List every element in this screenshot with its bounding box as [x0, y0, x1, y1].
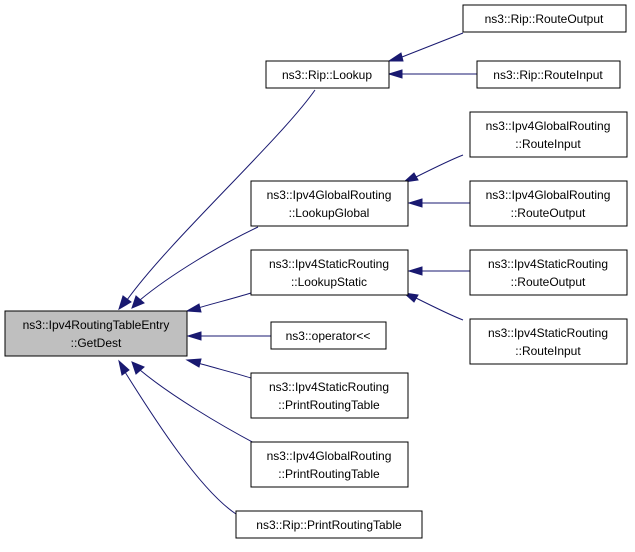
node-static-printroutingtable-line2: ::PrintRoutingTable	[278, 398, 380, 412]
edge-global-print-to-getdest	[131, 361, 259, 446]
edge-static-print-to-getdest	[185, 358, 252, 379]
node-rip-printroutingtable-label: ns3::Rip::PrintRoutingTable	[256, 518, 402, 532]
edge-lookupglobal-to-getdest	[131, 226, 259, 309]
node-static-lookupstatic-line2: ::LookupStatic	[291, 275, 367, 289]
node-global-lookupglobal-line2: ::LookupGlobal	[289, 206, 370, 220]
node-global-lookupglobal[interactable]: ns3::Ipv4GlobalRouting ::LookupGlobal	[250, 180, 409, 227]
node-rip-routeoutput-label: ns3::Rip::RouteOutput	[485, 12, 604, 26]
node-rip-lookup[interactable]: ns3::Rip::Lookup	[265, 60, 390, 89]
node-getdest-line1: ns3::Ipv4RoutingTableEntry	[23, 318, 170, 332]
node-global-printroutingtable-line1: ns3::Ipv4GlobalRouting	[267, 449, 392, 463]
edge-lookupstatic-to-getdest	[185, 292, 252, 313]
node-static-routeinput-line1: ns3::Ipv4StaticRouting	[488, 326, 608, 340]
node-getdest[interactable]: ns3::Ipv4RoutingTableEntry ::GetDest	[4, 310, 188, 357]
edge-rip-print-to-getdest	[118, 359, 237, 515]
node-static-routeinput[interactable]: ns3::Ipv4StaticRouting ::RouteInput	[469, 318, 628, 365]
node-static-routeoutput-line2: ::RouteOutput	[511, 275, 586, 289]
edge-rip-routeoutput-to-lookup	[387, 32, 464, 62]
edge-global-routeoutput-to-lookupglobal	[407, 198, 470, 208]
node-global-printroutingtable-line2: ::PrintRoutingTable	[278, 467, 380, 481]
node-static-printroutingtable-line1: ns3::Ipv4StaticRouting	[269, 380, 389, 394]
node-rip-lookup-label: ns3::Rip::Lookup	[282, 68, 372, 82]
node-getdest-line2: ::GetDest	[71, 336, 122, 350]
node-operator-lshift-label: ns3::operator<<	[286, 329, 371, 343]
node-rip-routeinput-label: ns3::Rip::RouteInput	[493, 68, 603, 82]
edge-rip-lookup-to-getdest	[118, 89, 316, 311]
node-static-lookupstatic[interactable]: ns3::Ipv4StaticRouting ::LookupStatic	[250, 249, 409, 296]
node-operator-lshift[interactable]: ns3::operator<<	[270, 321, 387, 350]
node-global-routeoutput-line1: ns3::Ipv4GlobalRouting	[486, 188, 611, 202]
node-rip-routeoutput[interactable]: ns3::Rip::RouteOutput	[462, 4, 627, 33]
edge-rip-routeinput-to-lookup	[387, 69, 477, 79]
node-static-routeoutput[interactable]: ns3::Ipv4StaticRouting ::RouteOutput	[469, 249, 628, 296]
edge-static-routeoutput-to-lookupstatic	[407, 266, 470, 276]
node-static-printroutingtable[interactable]: ns3::Ipv4StaticRouting ::PrintRoutingTab…	[250, 372, 409, 419]
node-global-routeoutput[interactable]: ns3::Ipv4GlobalRouting ::RouteOutput	[469, 180, 628, 227]
node-rip-routeinput[interactable]: ns3::Rip::RouteInput	[476, 60, 621, 89]
node-global-lookupglobal-line1: ns3::Ipv4GlobalRouting	[267, 188, 392, 202]
node-global-routeinput-line1: ns3::Ipv4GlobalRouting	[486, 119, 611, 133]
node-static-routeinput-line2: ::RouteInput	[515, 344, 581, 358]
node-global-routeinput-line2: ::RouteInput	[515, 137, 581, 151]
edge-static-routeinput-to-lookupstatic	[402, 292, 464, 321]
node-rip-printroutingtable[interactable]: ns3::Rip::PrintRoutingTable	[235, 510, 423, 539]
node-global-printroutingtable[interactable]: ns3::Ipv4GlobalRouting ::PrintRoutingTab…	[250, 441, 409, 488]
edge-global-routeinput-to-lookupglobal	[402, 154, 464, 183]
node-static-routeoutput-line1: ns3::Ipv4StaticRouting	[488, 257, 608, 271]
node-global-routeoutput-line2: ::RouteOutput	[511, 206, 586, 220]
edge-operator-to-getdest	[186, 331, 271, 341]
node-global-routeinput[interactable]: ns3::Ipv4GlobalRouting ::RouteInput	[469, 111, 628, 158]
node-static-lookupstatic-line1: ns3::Ipv4StaticRouting	[269, 257, 389, 271]
